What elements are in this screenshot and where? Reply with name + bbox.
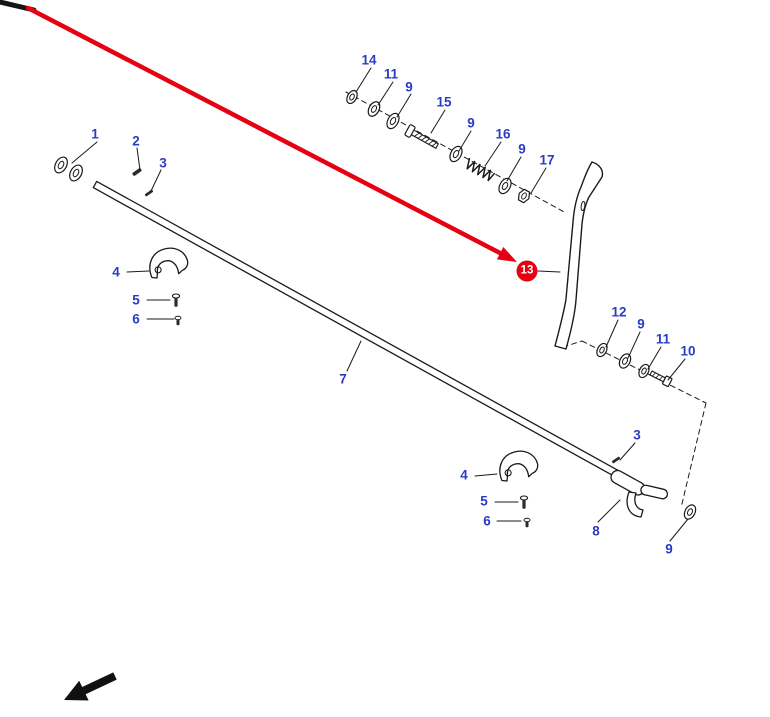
spring-part-16 <box>466 157 496 182</box>
callout-4-upper: 4 <box>112 264 120 280</box>
highlight-arrow <box>0 0 517 262</box>
callout-6-upper: 6 <box>132 311 140 327</box>
pin-part-3-lower <box>611 456 621 464</box>
callout-9-d: 9 <box>637 316 645 332</box>
bracket-part-4-lower <box>497 448 540 483</box>
washer-part-9-c <box>498 177 512 195</box>
pin-part-2 <box>132 168 142 176</box>
callout-7: 7 <box>339 371 347 387</box>
callout-10: 10 <box>680 343 696 359</box>
callout-9-a: 9 <box>405 79 413 95</box>
bolt-part-10 <box>649 370 673 388</box>
washer-part-1-a <box>54 156 68 174</box>
callout-3-upper: 3 <box>159 155 167 171</box>
direction-arrow-icon <box>64 672 117 701</box>
washer-part-9-d <box>618 353 632 369</box>
lever-slot <box>580 200 586 212</box>
callout-8: 8 <box>592 523 600 539</box>
callout-9-b: 9 <box>467 115 475 131</box>
nut-part-17 <box>517 188 531 204</box>
washer-part-9-a <box>386 112 400 130</box>
callout-12: 12 <box>611 304 627 320</box>
callout-17: 17 <box>539 152 555 168</box>
bolt-part-5-lower <box>519 495 529 509</box>
assembly-axis-dashed <box>345 91 707 509</box>
washer-part-14 <box>346 89 358 105</box>
rod-end-part-8 <box>610 469 669 518</box>
callout-11-lower: 11 <box>655 331 671 347</box>
callout-11-upper: 11 <box>383 66 399 82</box>
callout-3-lower: 3 <box>633 427 641 443</box>
callout-5-lower: 5 <box>480 493 488 509</box>
callout-9-c: 9 <box>518 141 526 157</box>
callout-14: 14 <box>361 52 377 68</box>
callout-4-lower: 4 <box>460 467 468 483</box>
callout-15: 15 <box>436 94 452 110</box>
bracket-part-4-upper <box>147 245 190 280</box>
leader-lines <box>71 67 689 542</box>
bolt-part-15 <box>404 124 439 149</box>
washer-part-11-lower <box>638 363 650 379</box>
callout-16: 16 <box>495 126 511 142</box>
bolt-part-5-upper <box>171 293 181 307</box>
lever-part-13 <box>554 161 604 350</box>
rod-part-7 <box>92 180 633 485</box>
washer-part-12 <box>596 342 608 358</box>
washer-part-11-upper <box>367 101 381 117</box>
stud-part-6-upper <box>174 315 182 326</box>
highlighted-part-badge: 13 <box>516 260 538 282</box>
callout-2: 2 <box>132 133 140 149</box>
callout-9-e: 9 <box>665 541 673 557</box>
callout-5-upper: 5 <box>132 292 140 308</box>
washer-part-1-b <box>69 164 83 182</box>
callout-1: 1 <box>91 126 99 142</box>
stud-part-6-lower <box>523 517 531 528</box>
callout-6-lower: 6 <box>483 513 491 529</box>
washer-part-9-e <box>683 504 697 520</box>
washer-part-9-b <box>449 145 463 163</box>
pin-part-3-upper <box>144 189 154 197</box>
